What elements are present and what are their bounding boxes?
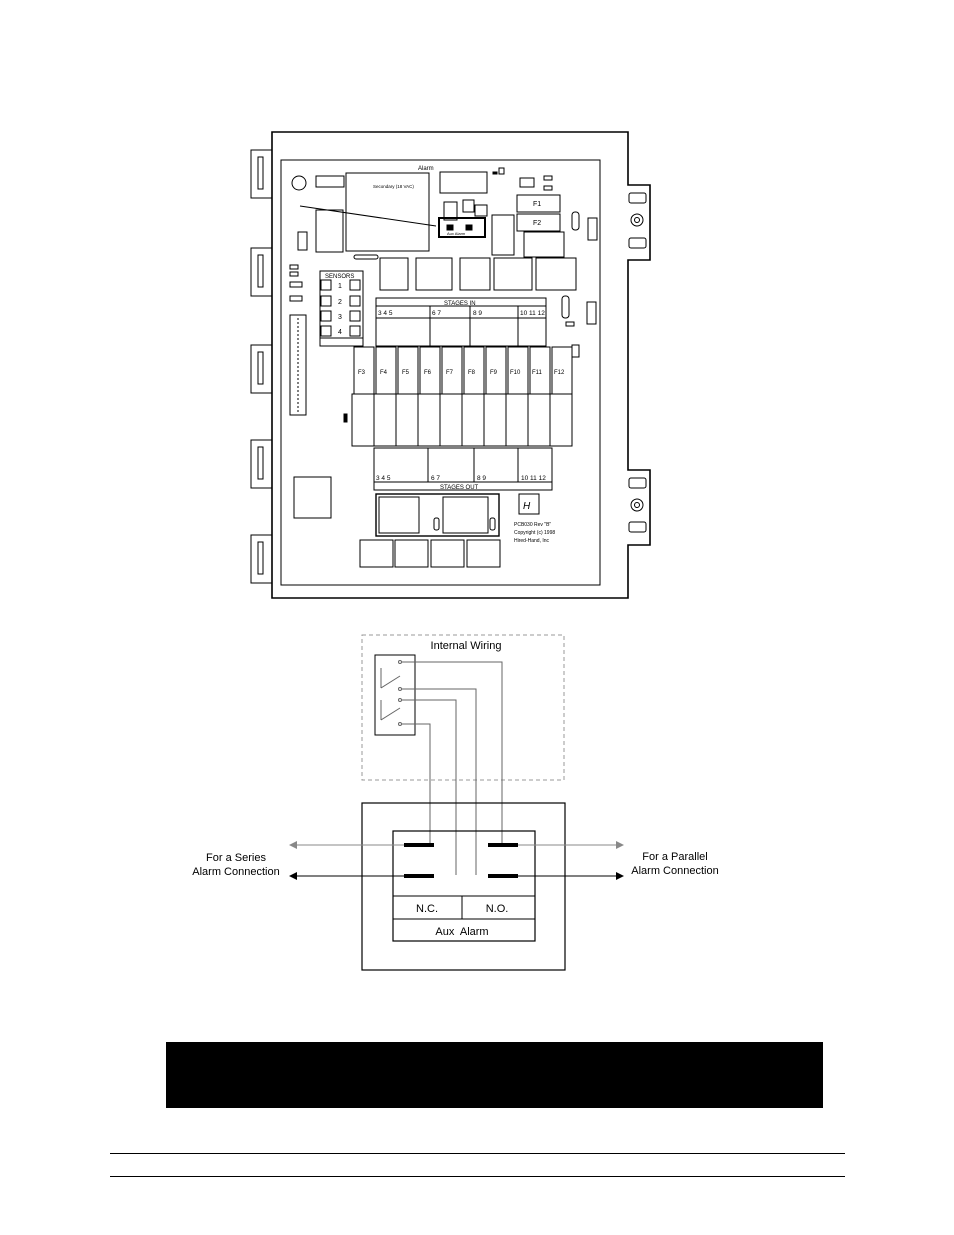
left-tab <box>250 439 273 489</box>
alarm-relay-block <box>375 493 500 537</box>
internal-wiring-box <box>361 634 565 781</box>
nc-label: N.C. <box>416 903 438 915</box>
fuse-f1-label: F1 <box>533 201 541 208</box>
internal-wiring-title: Internal Wiring <box>431 640 502 652</box>
pcb-rev: PCB030 Rev "B" <box>514 522 551 528</box>
fuse-f2-label: F2 <box>533 220 541 227</box>
stages-in-label: STAGES IN <box>444 301 476 307</box>
aux-alarm-terminal-block <box>392 830 536 942</box>
internal-relay <box>374 654 416 736</box>
fuse-label: F3 <box>358 370 366 376</box>
aux-alarm-small-label: Aux Alarm <box>447 231 466 236</box>
stage-group: 3 4 5 <box>378 310 393 317</box>
sensors-label: SENSORS <box>325 274 354 280</box>
fuse-label: F11 <box>532 370 543 376</box>
fuse-label: F4 <box>380 370 388 376</box>
ribbon-connector <box>289 314 307 416</box>
left-tab <box>250 149 273 199</box>
aux-alarm-small-relay <box>438 217 486 238</box>
alarm-label: Alarm <box>418 166 434 172</box>
no-terminal-top <box>488 843 518 847</box>
sensors-terminal-block <box>319 270 364 347</box>
logo-mark: H <box>523 501 531 512</box>
stages-out-label: STAGES OUT <box>440 485 479 491</box>
transformer <box>345 172 430 252</box>
stage-group: 6 7 <box>431 475 440 482</box>
fuse-label: F6 <box>424 370 432 376</box>
fuse-label: F5 <box>402 370 410 376</box>
footer-rule-bottom <box>110 1176 845 1177</box>
enclosure-outline <box>271 131 651 599</box>
stage-group: 6 7 <box>432 310 441 317</box>
board-outline <box>280 159 601 586</box>
no-label: N.O. <box>486 903 509 915</box>
sensor-number: 4 <box>338 329 342 336</box>
fuse-label: F8 <box>468 370 476 376</box>
nc-terminal-bottom <box>404 874 434 878</box>
mount-hole <box>630 213 644 227</box>
caption-bar <box>166 1042 823 1108</box>
stage-group: 8 9 <box>473 310 482 317</box>
relay-row <box>351 393 573 447</box>
parallel-label-line2: Alarm Connection <box>631 865 718 877</box>
controller-board-diagram: Alarm Secondary (18 VAC) Aux Alarm F1 F2… <box>250 131 651 599</box>
stages-out-block <box>373 447 553 491</box>
left-tab <box>250 534 273 584</box>
fuse-label: F9 <box>490 370 498 376</box>
sensor-number: 3 <box>338 314 342 321</box>
stage-group: 8 9 <box>477 475 486 482</box>
footer-rule-top <box>110 1153 845 1154</box>
sensor-number: 1 <box>338 283 342 290</box>
left-tab <box>250 247 273 297</box>
left-tab <box>250 344 273 394</box>
maker: Hired-Hand, Inc <box>514 538 550 544</box>
series-label-line1: For a Series <box>206 852 266 864</box>
no-terminal-bottom <box>488 874 518 878</box>
parallel-label-line1: For a Parallel <box>642 851 707 863</box>
series-label-line2: Alarm Connection <box>192 866 279 878</box>
aux-alarm-wiring-diagram: Internal Wiring For a Series Alarm Conne… <box>192 634 719 971</box>
mount-hole <box>630 498 644 512</box>
fuse-label: F10 <box>510 370 521 376</box>
stage-group: 10 11 12 <box>520 310 545 317</box>
stage-group: 10 11 12 <box>521 475 546 482</box>
aux-alarm-terminal-box <box>361 802 566 971</box>
fuse-label: F12 <box>554 370 565 376</box>
copyright: Copyright (c) 1998 <box>514 530 555 536</box>
secondary-label: Secondary (18 VAC) <box>373 184 414 189</box>
sensor-number: 2 <box>338 299 342 306</box>
fuse-label: F7 <box>446 370 454 376</box>
fuse-f1 <box>516 194 561 213</box>
aux-alarm-label: Aux Alarm <box>435 926 488 938</box>
nc-terminal-top <box>404 843 434 847</box>
stages-in-block <box>375 297 547 347</box>
fuse-f2 <box>516 213 561 232</box>
stage-group: 3 4 5 <box>376 475 391 482</box>
